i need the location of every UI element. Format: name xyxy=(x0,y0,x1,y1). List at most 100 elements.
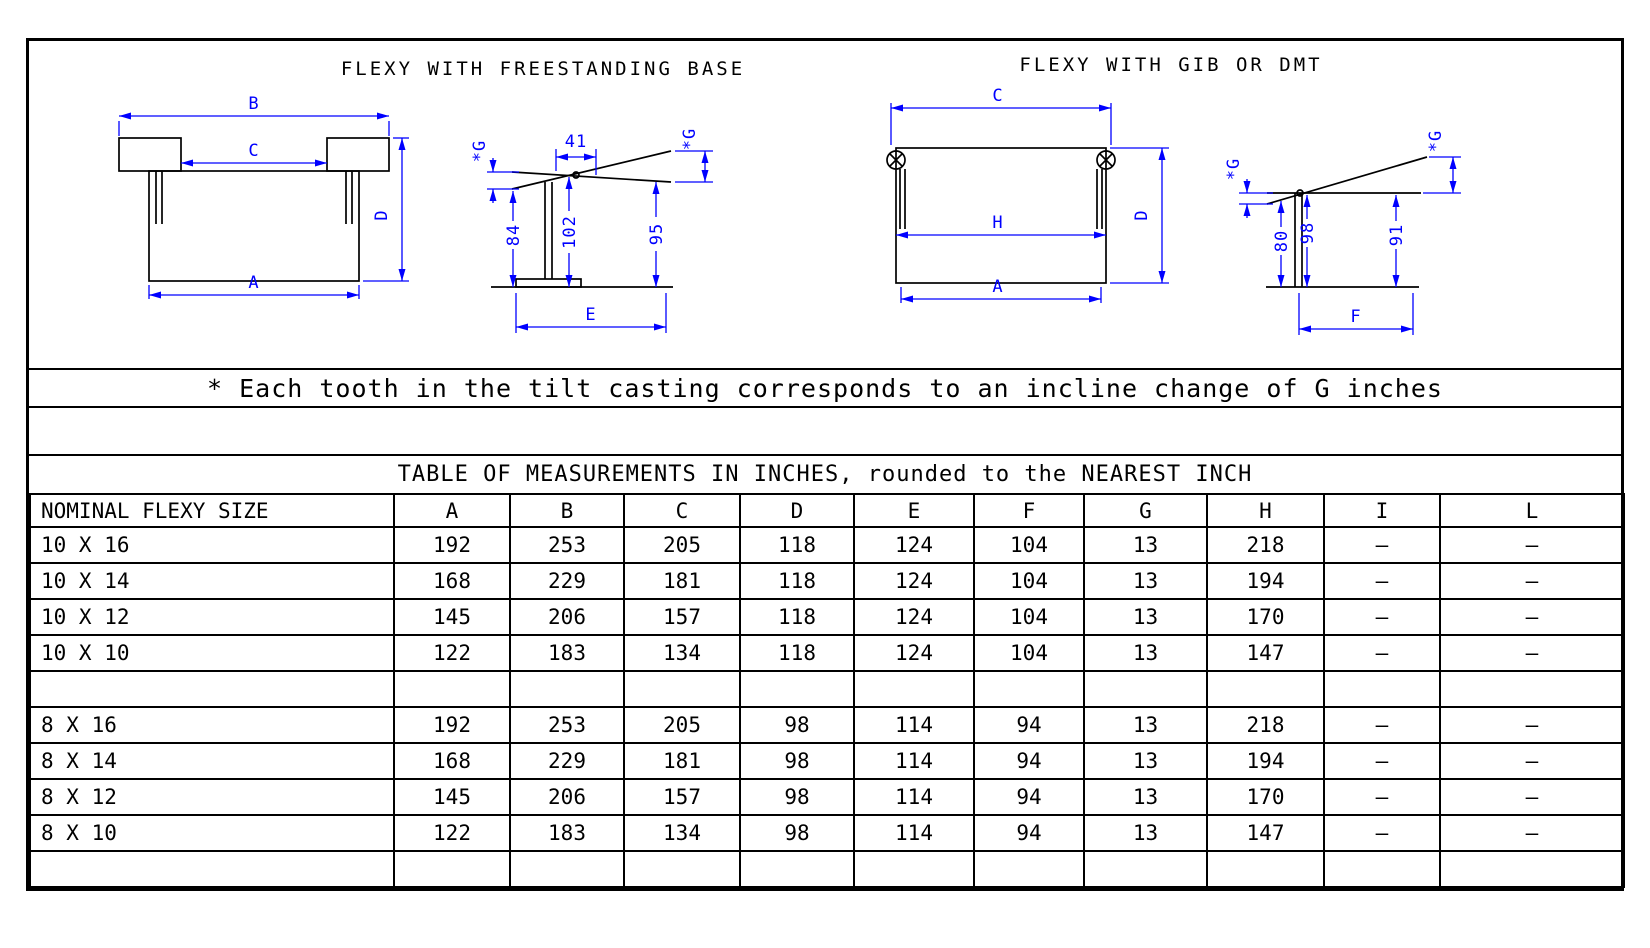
header-b: B xyxy=(509,493,625,528)
gib-side-dims: *G *G 80 98 91 F xyxy=(1224,130,1461,335)
cell-b: 253 xyxy=(509,526,625,564)
cell-g xyxy=(1083,670,1208,708)
dim-label-f: F xyxy=(1350,307,1361,327)
cell-h xyxy=(1206,670,1325,708)
cell-f: 94 xyxy=(973,778,1085,816)
cell-c: 181 xyxy=(623,742,741,780)
cell-d: 118 xyxy=(739,562,855,600)
cell-h: 147 xyxy=(1206,634,1325,672)
cell-f: 104 xyxy=(973,526,1085,564)
cell-e xyxy=(853,670,975,708)
dim-label-a: A xyxy=(992,277,1003,297)
dim-label-e: E xyxy=(585,305,596,325)
header-i: I xyxy=(1323,493,1441,528)
cell-b: 229 xyxy=(509,562,625,600)
cell-h: 194 xyxy=(1206,742,1325,780)
cell-i: – xyxy=(1323,814,1441,852)
cell-d: 98 xyxy=(739,814,855,852)
row-label: 8 X 16 xyxy=(29,706,395,744)
cell-f: 104 xyxy=(973,598,1085,636)
cell-i: – xyxy=(1323,742,1441,780)
header-c: C xyxy=(623,493,741,528)
cell-i xyxy=(1323,850,1441,888)
cell-h: 170 xyxy=(1206,778,1325,816)
cell-e xyxy=(853,850,975,888)
cell-g: 13 xyxy=(1083,706,1208,744)
drawing-sheet: FLEXY WITH FREESTANDING BASE FLEXY WITH … xyxy=(26,38,1625,891)
cell-c: 205 xyxy=(623,526,741,564)
cell-b: 206 xyxy=(509,598,625,636)
row-label xyxy=(29,850,395,888)
cell-g: 13 xyxy=(1083,778,1208,816)
header-g: G xyxy=(1083,493,1208,528)
cell-i xyxy=(1323,670,1441,708)
cell-i: – xyxy=(1323,598,1441,636)
gib-side-view xyxy=(1266,156,1428,288)
cell-d xyxy=(739,670,855,708)
cell-f xyxy=(973,670,1085,708)
cell-i: – xyxy=(1323,706,1441,744)
dim-label-102: 102 xyxy=(560,215,580,249)
cell-a: 192 xyxy=(393,526,511,564)
dim-label-g-left: *G xyxy=(470,140,490,162)
cell-i: – xyxy=(1323,634,1441,672)
table-header-row: NOMINAL FLEXY SIZE A B C D E F G H I L xyxy=(29,493,1625,528)
dim-label-41: 41 xyxy=(565,132,587,152)
cell-l: – xyxy=(1439,742,1625,780)
table-row: 8 X 16 192 253 205 98 114 94 13 218 – – xyxy=(29,706,1625,744)
drawing-area: FLEXY WITH FREESTANDING BASE FLEXY WITH … xyxy=(29,41,1621,368)
cell-c xyxy=(623,850,741,888)
dim-label-80: 80 xyxy=(1272,230,1292,252)
cell-f: 94 xyxy=(973,706,1085,744)
cell-i: – xyxy=(1323,562,1441,600)
cell-l xyxy=(1439,850,1625,888)
cell-e: 124 xyxy=(853,562,975,600)
gib-front-dims: C H D A xyxy=(890,86,1169,303)
table-row: 10 X 16 192 253 205 118 124 104 13 218 –… xyxy=(29,526,1625,564)
cell-b: 183 xyxy=(509,814,625,852)
freestanding-front-dims: B C D A xyxy=(118,94,409,299)
row-label: 10 X 12 xyxy=(29,598,395,636)
header-e: E xyxy=(853,493,975,528)
cell-b xyxy=(509,850,625,888)
header-h: H xyxy=(1206,493,1325,528)
cell-a xyxy=(393,850,511,888)
cell-c: 181 xyxy=(623,562,741,600)
row-label: 10 X 10 xyxy=(29,634,395,672)
dim-label-91: 91 xyxy=(1387,224,1407,246)
cell-l: – xyxy=(1439,706,1625,744)
cell-c: 157 xyxy=(623,778,741,816)
table-row: 10 X 12 145 206 157 118 124 104 13 170 –… xyxy=(29,598,1625,636)
cell-g: 13 xyxy=(1083,526,1208,564)
cell-c: 134 xyxy=(623,634,741,672)
freestanding-side-dims: 41 *G *G 84 102 95 xyxy=(470,128,713,333)
cell-l: – xyxy=(1439,526,1625,564)
cell-c: 157 xyxy=(623,598,741,636)
cell-f: 94 xyxy=(973,814,1085,852)
spacer-row xyxy=(29,408,1621,454)
table-title: TABLE OF MEASUREMENTS IN INCHES, rounded… xyxy=(29,454,1621,493)
cell-l: – xyxy=(1439,634,1625,672)
cell-f xyxy=(973,850,1085,888)
tilt-casting-note: * Each tooth in the tilt casting corresp… xyxy=(29,368,1621,408)
cell-a: 122 xyxy=(393,634,511,672)
dim-label-g-left: *G xyxy=(1224,158,1244,180)
measurements-table: NOMINAL FLEXY SIZE A B C D E F G H I L 1… xyxy=(29,493,1625,888)
header-l: L xyxy=(1439,493,1625,528)
cell-l: – xyxy=(1439,562,1625,600)
table-row: 8 X 12 145 206 157 98 114 94 13 170 – – xyxy=(29,778,1625,816)
cell-h: 218 xyxy=(1206,526,1325,564)
cell-a: 168 xyxy=(393,562,511,600)
cell-e: 114 xyxy=(853,814,975,852)
freestanding-front-view xyxy=(118,137,390,282)
cell-c xyxy=(623,670,741,708)
cell-b: 206 xyxy=(509,778,625,816)
header-d: D xyxy=(739,493,855,528)
dim-label-g-right: *G xyxy=(680,128,700,150)
dim-label-84: 84 xyxy=(504,224,524,246)
cell-e: 124 xyxy=(853,598,975,636)
row-label: 10 X 14 xyxy=(29,562,395,600)
header-nominal-size: NOMINAL FLEXY SIZE xyxy=(29,493,395,528)
dim-label-b: B xyxy=(248,94,259,114)
cell-g: 13 xyxy=(1083,742,1208,780)
